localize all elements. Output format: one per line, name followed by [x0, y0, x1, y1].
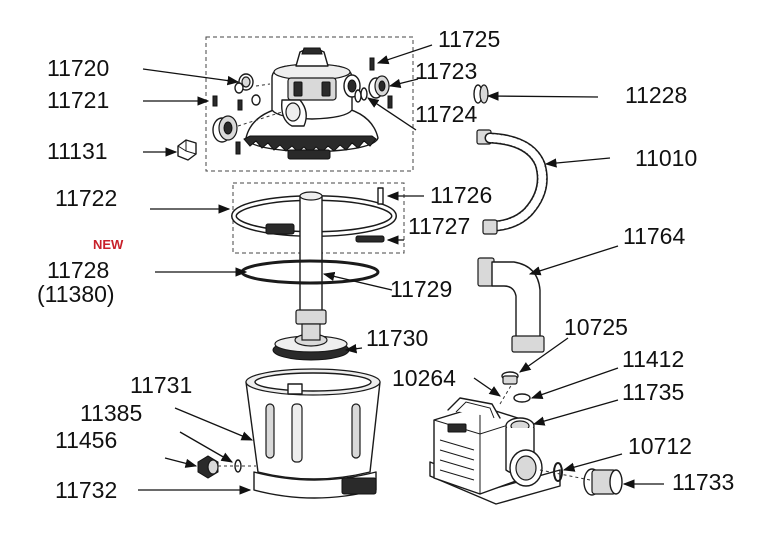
- label-11722: 11722: [55, 185, 117, 211]
- part-labels: 11720 11721 11131 11722 NEW 11728 (11380…: [37, 26, 734, 503]
- label-11731: 11731: [130, 372, 192, 398]
- part-11228-fitting: [473, 84, 489, 104]
- label-11726: 11726: [430, 182, 492, 208]
- label-11456: 11456: [55, 427, 117, 453]
- label-11723: 11723: [415, 58, 477, 84]
- part-11010-hose: [476, 129, 548, 235]
- label-11729: 11729: [390, 276, 452, 302]
- part-11731-tank: [245, 368, 381, 499]
- label-11385: 11385: [80, 400, 142, 426]
- label-11725: 11725: [438, 26, 500, 52]
- label-11724: 11724: [415, 101, 477, 127]
- label-10725: 10725: [564, 314, 628, 340]
- label-11728: 11728: [47, 257, 109, 283]
- pump: [429, 397, 561, 505]
- center-pipe: [295, 191, 327, 325]
- part-11730-laterals: [272, 323, 350, 361]
- label-11727: 11727: [408, 213, 470, 239]
- label-10264: 10264: [392, 365, 456, 391]
- leader-lines: [138, 44, 664, 495]
- valve-fittings: [177, 57, 393, 161]
- pump-fittings: [499, 371, 623, 496]
- label-11228: 11228: [625, 82, 687, 108]
- drain-plug-parts: [197, 455, 256, 479]
- multiport-valve: [243, 47, 379, 160]
- label-11735: 11735: [622, 379, 684, 405]
- label-11380: (11380): [37, 281, 115, 307]
- label-11131: 11131: [47, 138, 108, 164]
- clamp-assembly-group-box: [232, 182, 405, 254]
- label-11732: 11732: [55, 477, 117, 503]
- label-11720: 11720: [47, 55, 109, 81]
- label-11730: 11730: [366, 325, 428, 351]
- label-10712: 10712: [628, 433, 692, 459]
- label-11412: 11412: [622, 346, 684, 372]
- label-11733: 11733: [672, 469, 734, 495]
- part-11764-elbow: [477, 257, 545, 353]
- label-11764: 11764: [623, 223, 685, 249]
- label-11721: 11721: [47, 87, 109, 113]
- label-11010: 11010: [635, 145, 697, 171]
- valve-assembly-group-box: [205, 36, 414, 172]
- new-badge: NEW: [93, 237, 124, 252]
